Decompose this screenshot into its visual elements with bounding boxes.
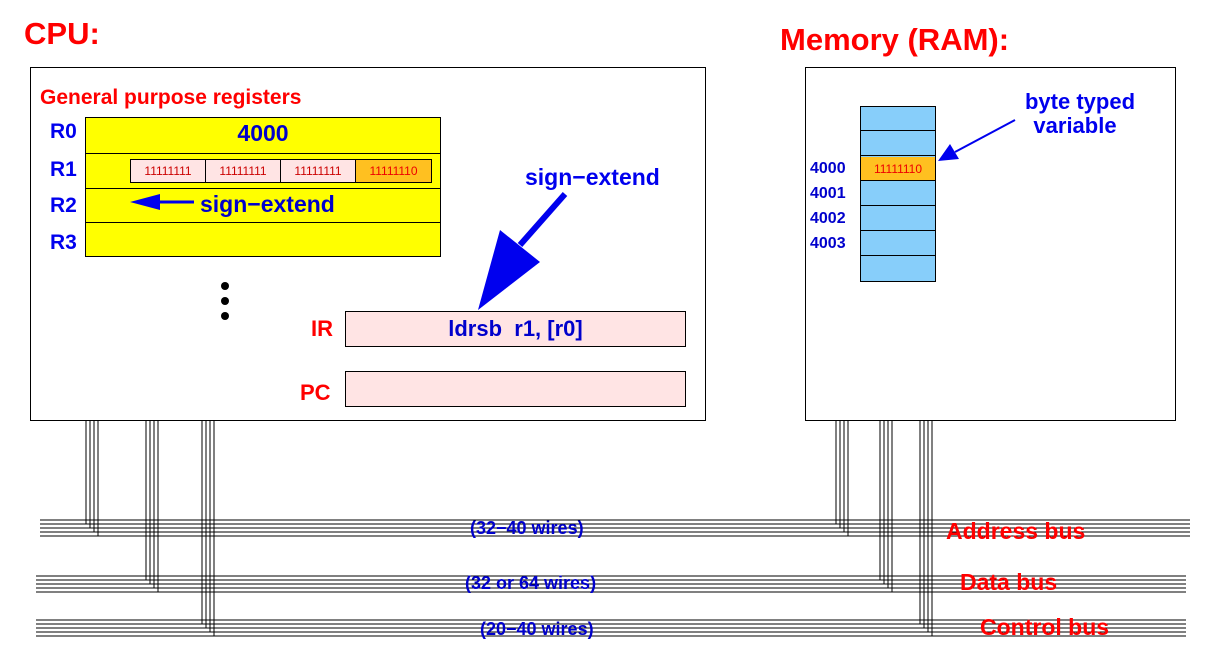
memory-column: 11111110 <box>860 106 936 282</box>
pc-label: PC <box>300 380 331 405</box>
register-r3 <box>86 222 440 257</box>
gpr-title: General purpose registers <box>40 86 302 109</box>
r1-byte-1: 11111111 <box>281 160 356 182</box>
register-label-r1: R1 <box>50 158 77 181</box>
control-bus-wires: (20−40 wires) <box>480 619 594 639</box>
sign-extend-label: sign−extend <box>525 164 660 190</box>
register-label-r0: R0 <box>50 120 77 143</box>
pc-register <box>345 371 686 407</box>
memory-cell <box>861 107 935 131</box>
byte-typed-line1: byte typed <box>1024 89 1136 114</box>
register-r1: 11111111 11111111 11111111 11111110 <box>86 153 440 188</box>
data-bus-wires: (32 or 64 wires) <box>465 573 597 593</box>
register-file: 4000 11111111 11111111 11111111 11111110… <box>85 117 441 257</box>
byte-typed-line2: variable <box>1033 113 1117 138</box>
cpu-title: CPU: <box>24 16 100 51</box>
sign-extend-inner-label: sign−extend <box>200 191 335 217</box>
memory-cell-4000: 11111110 <box>861 157 935 181</box>
register-label-r2: R2 <box>50 194 77 217</box>
ir-label: IR <box>311 316 333 341</box>
ir-register: ldrsb r1, [r0] <box>345 311 686 347</box>
memory-title: Memory (RAM): <box>780 22 1010 57</box>
memory-value-4000: 11111110 <box>873 162 923 176</box>
r1-byte-2: 11111111 <box>206 160 281 182</box>
data-bus-label: Data bus <box>960 569 1058 595</box>
byte-typed-label: byte typed variable <box>1000 90 1160 138</box>
memory-cell <box>861 132 935 156</box>
register-label-r3: R3 <box>50 231 77 254</box>
r1-bytes: 11111111 11111111 11111111 11111110 <box>130 159 432 183</box>
address-4003: 4003 <box>810 235 846 252</box>
register-r2: sign−extend <box>86 188 440 222</box>
address-bus-wires: (32−40 wires) <box>470 518 584 538</box>
address-4000: 4000 <box>810 160 846 177</box>
memory-cell <box>861 257 935 281</box>
register-r0: 4000 <box>86 118 440 153</box>
address-4002: 4002 <box>810 210 846 227</box>
ir-value: ldrsb r1, [r0] <box>448 316 583 341</box>
address-bus-label: Address bus <box>946 518 1086 544</box>
r1-byte-0: 11111110 <box>356 160 431 182</box>
address-4001: 4001 <box>810 185 846 202</box>
memory-cell-4003 <box>861 232 935 256</box>
register-r0-value: 4000 <box>237 120 289 146</box>
memory-cell-4001 <box>861 182 935 206</box>
memory-cell-4002 <box>861 207 935 231</box>
control-bus-label: Control bus <box>980 614 1110 640</box>
r1-byte-3: 11111111 <box>131 160 206 182</box>
